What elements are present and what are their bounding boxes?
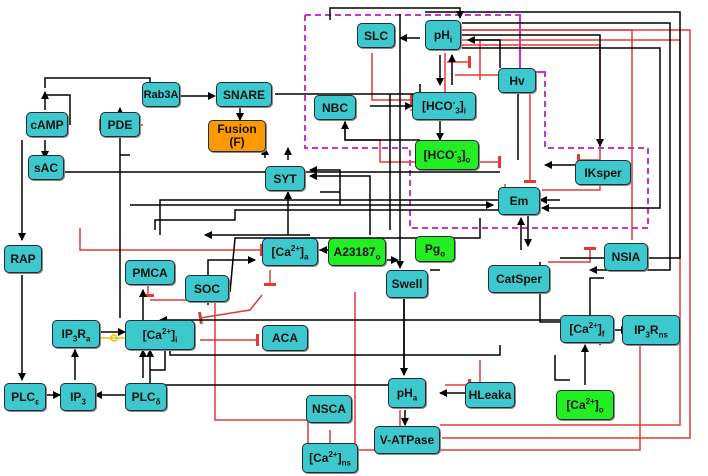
node-ip3ra[interactable]: IP3Ra (52, 320, 100, 348)
ip3ra-label: IP3Ra (61, 327, 91, 344)
node-phi[interactable]: pHi (425, 20, 461, 50)
activation-links (18, 7, 681, 426)
node-hco3i[interactable]: [HCO-3]i (412, 92, 476, 120)
node-snare[interactable]: SNARE (216, 82, 272, 107)
vatpase-label: V-ATPase (379, 433, 435, 447)
node-ikspper[interactable]: IKsper (575, 160, 631, 185)
node-hleaka[interactable]: HLeaka (465, 382, 515, 408)
node-rab3a[interactable]: Rab3A (142, 82, 180, 107)
node-camp[interactable]: cAMP (26, 112, 68, 137)
node-cao[interactable]: [Ca2+]o (556, 390, 614, 420)
pde-label: PDE (107, 117, 133, 132)
node-pde[interactable]: PDE (100, 112, 140, 137)
node-catsper[interactable]: CatSper (488, 265, 550, 293)
a23187-label: A23187o (333, 245, 381, 262)
node-slc[interactable]: SLC (357, 23, 395, 48)
hv-label: Hv (509, 73, 525, 88)
node-soc[interactable]: SOC (185, 275, 229, 302)
camp-label: cAMP (30, 117, 64, 132)
fusion-label: Fusion (F) (217, 122, 257, 149)
syt-label: SYT (273, 171, 297, 186)
snare-label: SNARE (222, 87, 265, 102)
nsca-label: NSCA (311, 402, 346, 416)
highlight-region-membrane (304, 14, 649, 229)
node-rap[interactable]: RAP (4, 245, 42, 273)
pgo-label: Pgo (424, 242, 446, 259)
node-ip3[interactable]: IP3 (60, 383, 96, 411)
hco3o-label: [HCO-3]o (423, 147, 471, 165)
em-label: Em (509, 194, 529, 208)
node-cai[interactable]: [Ca2+]i (125, 320, 195, 350)
node-a23187[interactable]: A23187o (328, 238, 386, 266)
nbc-label: NBC (322, 100, 348, 115)
node-pmca[interactable]: PMCA (125, 260, 175, 285)
node-nsca[interactable]: NSCA (306, 395, 352, 423)
rap-label: RAP (10, 252, 36, 266)
plcd-label: PLCδ (131, 390, 161, 407)
node-syt[interactable]: SYT (265, 166, 305, 191)
cao-label: [Ca2+]o (566, 397, 604, 415)
pmca-label: PMCA (132, 265, 168, 280)
node-plcd[interactable]: PLCδ (125, 383, 167, 411)
rab3a-label: Rab3A (143, 88, 179, 101)
caa-label: [Ca2+]a (271, 244, 309, 262)
node-hco3o[interactable]: [HCO-3]o (415, 140, 479, 170)
hleaka-label: HLeaka (468, 388, 512, 402)
node-vatpase[interactable]: V-ATPase (374, 426, 440, 454)
hco3i-label: [HCO-3]i (421, 98, 467, 116)
ikspper-label: IKsper (584, 165, 622, 180)
caf-label: [Ca2+]f (569, 321, 605, 339)
node-caf[interactable]: [Ca2+]f (560, 315, 614, 343)
node-aca[interactable]: ACA (262, 325, 308, 351)
node-caa[interactable]: [Ca2+]a (262, 238, 318, 266)
node-pha[interactable]: pHa (388, 378, 426, 408)
node-ip3rns[interactable]: IP3Rns (622, 315, 680, 345)
node-swell[interactable]: Swell (386, 270, 428, 298)
node-hv[interactable]: Hv (498, 68, 536, 93)
ip3ra-link (100, 334, 125, 342)
sac-label: sAC (33, 160, 58, 175)
ip3rns-label: IP3Rns (634, 323, 668, 340)
pha-label: pHa (396, 386, 418, 403)
node-nbc[interactable]: NBC (314, 95, 356, 120)
node-plce[interactable]: PLCε (4, 383, 46, 411)
slc-label: SLC (364, 28, 388, 43)
cai-label: [Ca2+]i (142, 327, 178, 345)
ip3-label: IP3 (70, 390, 86, 407)
aca-label: ACA (272, 331, 298, 345)
phi-label: pHi (433, 28, 453, 45)
node-sac[interactable]: sAC (28, 155, 64, 180)
swell-label: Swell (391, 277, 423, 291)
plce-label: PLCε (11, 390, 39, 407)
node-fusion[interactable]: Fusion (F) (208, 120, 266, 152)
node-cans[interactable]: [Ca2+]ns (302, 443, 358, 473)
nsia-label: NSIA (611, 250, 641, 264)
node-pgo[interactable]: Pgo (415, 236, 455, 262)
cans-label: [Ca2+]ns (309, 450, 351, 468)
soc-label: SOC (193, 281, 220, 296)
node-em[interactable]: Em (498, 187, 540, 215)
catsper-label: CatSper (495, 272, 542, 286)
node-nsia[interactable]: NSIA (604, 243, 648, 271)
